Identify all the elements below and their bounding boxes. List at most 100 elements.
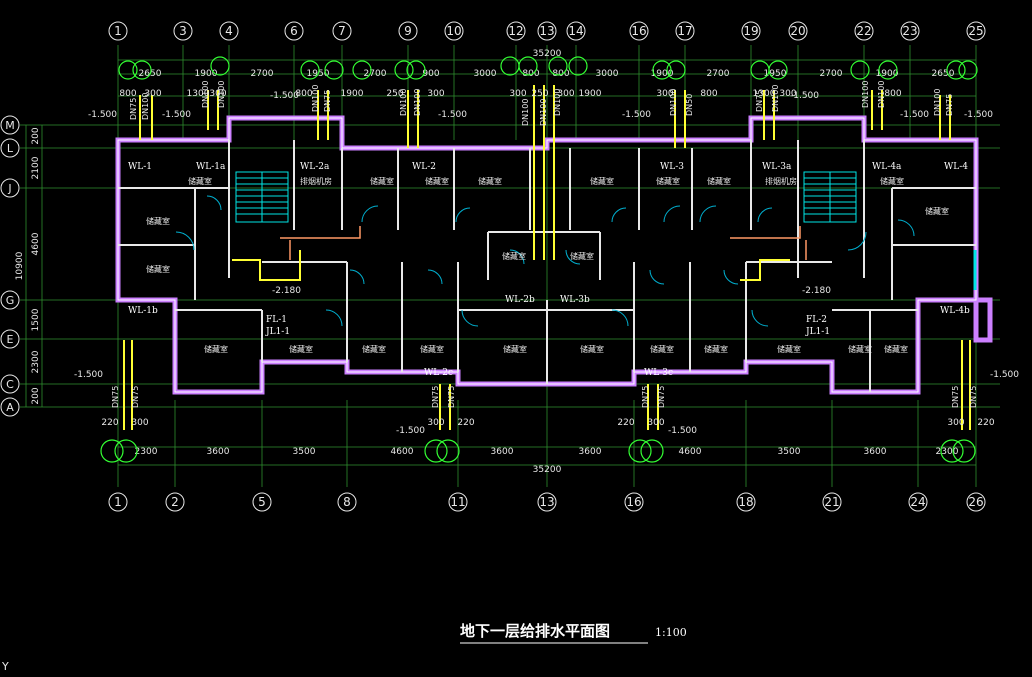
dn-label: DN75 bbox=[111, 386, 120, 408]
axis-bubble-left bbox=[0, 329, 20, 349]
axis-label-bottom: 11 bbox=[450, 495, 465, 509]
dn-label: DN50 bbox=[685, 94, 694, 116]
axis-label-top: 6 bbox=[290, 24, 298, 38]
room-label: 排烟机房 bbox=[765, 176, 797, 186]
dim-top: 3000 bbox=[596, 69, 619, 79]
elevation-label: -1.500 bbox=[162, 110, 191, 120]
dn-label: DN100 bbox=[521, 99, 530, 126]
dim-left: 2100 bbox=[31, 156, 41, 179]
dim-left: 4600 bbox=[31, 232, 41, 255]
dim-top: 2700 bbox=[251, 69, 274, 79]
axis-label-top: 17 bbox=[677, 24, 692, 38]
riser-circle-bottom bbox=[940, 439, 964, 463]
drawing-title: 地下一层给排水平面图 bbox=[460, 622, 610, 640]
axis-label-bottom: 18 bbox=[738, 495, 753, 509]
dim-top-sub: 800 bbox=[884, 89, 901, 99]
door-swings bbox=[175, 195, 915, 327]
dim-top-sub: 300 bbox=[656, 89, 673, 99]
room-label: 储藏室 bbox=[188, 176, 212, 186]
axis-label-left: L bbox=[7, 142, 14, 155]
dim-bottom: 2300 bbox=[135, 447, 158, 457]
axis-bubble-top bbox=[966, 21, 986, 41]
riser-circle-top bbox=[406, 60, 426, 80]
riser-circle-bottom bbox=[628, 439, 652, 463]
dim-bottom: 4600 bbox=[391, 447, 414, 457]
riser-circle-top bbox=[324, 60, 344, 80]
wl-pipe-label: WL-4b bbox=[940, 306, 970, 316]
riser-circle-top bbox=[946, 60, 966, 80]
room-label: 储藏室 bbox=[478, 176, 502, 186]
dn-label: DN75 bbox=[447, 386, 456, 408]
dim-top: 1900 bbox=[195, 69, 218, 79]
drawing-scale: 1:100 bbox=[655, 626, 687, 639]
dim-top: 2700 bbox=[707, 69, 730, 79]
axis-bubble-top bbox=[444, 21, 464, 41]
room-label: 储藏室 bbox=[848, 344, 872, 354]
dim-left: 1500 bbox=[31, 308, 41, 331]
axis-bubble-top bbox=[566, 21, 586, 41]
dim-bottom-sub: 300 bbox=[647, 418, 664, 428]
dn-label: DN75 bbox=[129, 98, 138, 120]
dim-top-sub: 250 bbox=[386, 89, 403, 99]
axis-bubble-top bbox=[854, 21, 874, 41]
elevation-label: -1.500 bbox=[270, 91, 299, 101]
dim-bottom: 3500 bbox=[778, 447, 801, 457]
dn-label: DN100 bbox=[933, 89, 942, 116]
riser-circle-bottom bbox=[114, 439, 138, 463]
axis-bubble-bottom bbox=[966, 492, 986, 512]
axis-label-bottom: 5 bbox=[258, 495, 266, 509]
axis-bubble-bottom bbox=[624, 492, 644, 512]
room-label: 储藏室 bbox=[503, 344, 527, 354]
riser-circle-bottom bbox=[424, 439, 448, 463]
elevation-labels: -1.500-1.500-1.500-1.500-1.500-1.500-1.5… bbox=[74, 91, 1019, 436]
wl-pipe-label: WL-1 bbox=[128, 162, 152, 172]
axis-bubble-top bbox=[741, 21, 761, 41]
axis-bubble-left bbox=[0, 374, 20, 394]
dim-bottom-sub: 300 bbox=[947, 418, 964, 428]
wl-pipe-label: WL-3b bbox=[560, 295, 590, 305]
axis-label-top: 12 bbox=[508, 24, 523, 38]
riser-circle-top bbox=[518, 56, 538, 76]
axis-label-top: 7 bbox=[338, 24, 346, 38]
room-label: 储藏室 bbox=[570, 251, 594, 261]
dim-top: 1900 bbox=[651, 69, 674, 79]
room-label: 储藏室 bbox=[370, 176, 394, 186]
fl-pipe-label: FL-2 bbox=[806, 315, 827, 325]
wl-pipe-label: WL-2 bbox=[412, 162, 436, 172]
room-label: 储藏室 bbox=[704, 344, 728, 354]
dim-top-sub: 300 bbox=[779, 89, 796, 99]
axis-label-bottom: 2 bbox=[171, 495, 179, 509]
wl-pipe-label: WL-3c bbox=[644, 368, 673, 378]
riser-circle-bottom bbox=[436, 439, 460, 463]
axis-label-left: E bbox=[7, 333, 14, 346]
jl-pipe-label: JL1-1 bbox=[805, 327, 830, 337]
dim-bottom: 3600 bbox=[864, 447, 887, 457]
riser-circle-top bbox=[132, 60, 152, 80]
axis-label-top: 4 bbox=[225, 24, 233, 38]
axis-bubble-left bbox=[0, 397, 20, 417]
room-label: 储藏室 bbox=[146, 216, 170, 226]
axis-label-left: M bbox=[5, 119, 15, 132]
wl-pipe-label: WL-1a bbox=[196, 162, 226, 172]
dim-top-sub: 300 bbox=[209, 89, 226, 99]
room-label: 储藏室 bbox=[884, 344, 908, 354]
axis-label-top: 14 bbox=[568, 24, 583, 38]
elevation-label: -2.180 bbox=[802, 286, 831, 296]
room-label: 储藏室 bbox=[362, 344, 386, 354]
elevation-label: -1.500 bbox=[790, 91, 819, 101]
axis-bubble-bottom bbox=[252, 492, 272, 512]
room-label: 储藏室 bbox=[502, 251, 526, 261]
axis-bubble-top bbox=[332, 21, 352, 41]
dim-top-sub: 1300 bbox=[187, 89, 210, 99]
axis-label-top: 22 bbox=[856, 24, 871, 38]
dn-label: DN75 bbox=[657, 386, 666, 408]
dim-top-sub: 800 bbox=[700, 89, 717, 99]
room-label: 储藏室 bbox=[925, 206, 949, 216]
wl-pipe-label: WL-4 bbox=[944, 162, 968, 172]
dim-top-sub: 800 bbox=[295, 89, 312, 99]
dim-bottom-sub: 220 bbox=[617, 418, 634, 428]
axis-label-top: 9 bbox=[404, 24, 412, 38]
dim-top-sub: 800 bbox=[119, 89, 136, 99]
